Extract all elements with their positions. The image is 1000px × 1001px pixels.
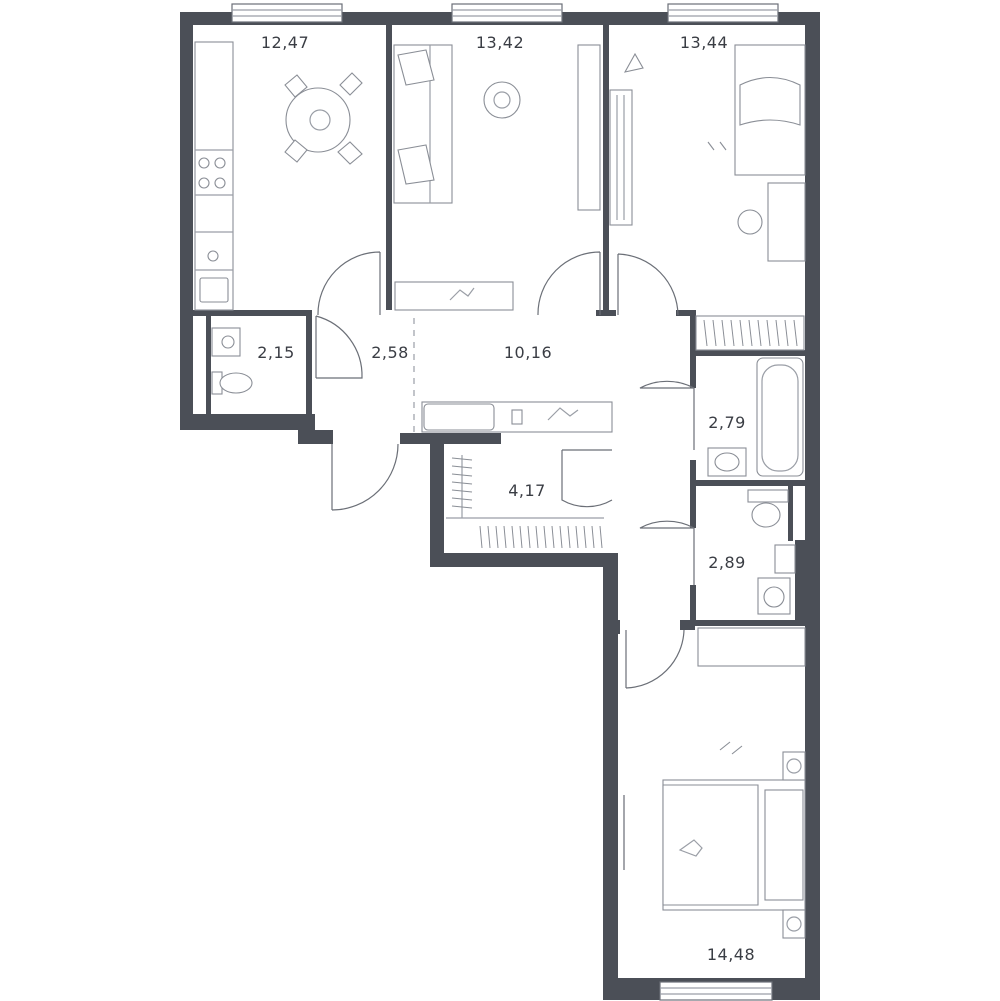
living-furniture: [393, 44, 601, 311]
hanger-mark: [551, 525, 555, 549]
hanger-mark: [487, 525, 491, 549]
bedroom2-furniture: [623, 627, 806, 939]
hangers: [451, 319, 798, 663]
hanger-mark: [599, 525, 603, 549]
hanger-mark: [451, 497, 473, 501]
hanger-mark: [495, 525, 499, 549]
hanger-mark: [748, 319, 753, 347]
hanger-mark: [451, 473, 473, 477]
bathroom-fixtures: [707, 357, 804, 477]
hanger-mark: [451, 457, 473, 461]
area-label-bedroom-2: 14,48: [707, 945, 755, 964]
hanger-mark: [766, 319, 771, 347]
area-labels: 12,47 13,42 13,44 2,15 2,58 10,16 2,79 4…: [257, 33, 755, 964]
hanger-mark: [784, 319, 789, 347]
hanger-mark: [519, 525, 523, 549]
toilet-laundry-fixtures: [747, 489, 796, 615]
hanger-mark: [451, 481, 473, 485]
hanger-mark: [712, 319, 717, 347]
hanger-mark: [793, 319, 798, 347]
hanger-mark: [775, 319, 780, 347]
area-label-toilet-laundry: 2,89: [708, 553, 746, 572]
area-label-closet: 4,17: [508, 481, 546, 500]
area-label-hall: 10,16: [504, 343, 552, 362]
kitchen-furniture: [194, 41, 363, 311]
area-label-bathroom: 2,79: [708, 413, 746, 432]
hanger-mark: [757, 319, 762, 347]
area-label-living: 13,42: [476, 33, 524, 52]
hall-furniture: [421, 401, 613, 433]
hanger-mark: [559, 525, 563, 549]
hanger-mark: [703, 319, 708, 347]
hanger-mark: [543, 525, 547, 549]
bedroom1-furniture: [609, 44, 806, 351]
wc-fixtures: [211, 327, 253, 395]
hanger-mark: [451, 489, 473, 493]
hanger-mark: [591, 525, 595, 549]
hanger-mark: [535, 525, 539, 549]
hanger-mark: [479, 525, 483, 549]
hanger-mark: [451, 505, 473, 509]
windows: [231, 3, 779, 1001]
hanger-mark: [511, 525, 515, 549]
hanger-mark: [739, 319, 744, 347]
area-label-bedroom-1: 13,44: [680, 33, 728, 52]
hanger-mark: [503, 525, 507, 549]
doors: [315, 251, 695, 689]
hanger-mark: [575, 525, 579, 549]
hanger-mark: [730, 319, 735, 347]
hanger-mark: [583, 525, 587, 549]
hanger-mark: [567, 525, 571, 549]
area-label-kitchen: 12,47: [261, 33, 309, 52]
hanger-mark: [721, 319, 726, 347]
hanger-mark: [527, 525, 531, 549]
area-label-entry: 2,58: [371, 343, 409, 362]
hanger-mark: [451, 465, 473, 469]
area-label-wc: 2,15: [257, 343, 295, 362]
